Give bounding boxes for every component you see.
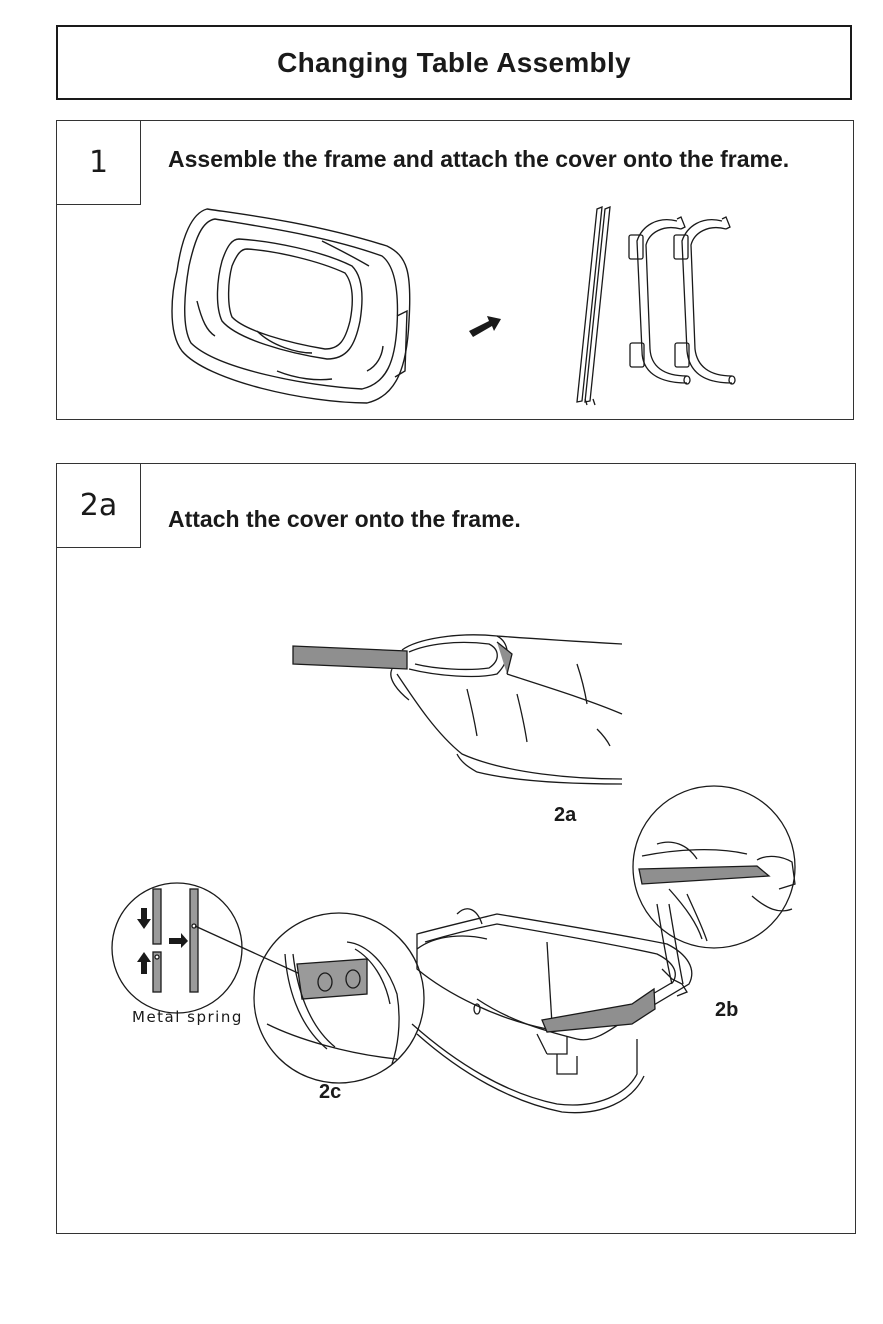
step-2-illustration: [57, 464, 857, 1235]
metal-spring-detail-drawing: [112, 883, 322, 1013]
step-1-panel: 1 Assemble the frame and attach the cove…: [56, 120, 854, 420]
frame-poles-drawing: [577, 207, 610, 405]
frame-legs-drawing: [629, 217, 735, 384]
cover-drawing: [172, 209, 410, 403]
page-title: Changing Table Assembly: [277, 47, 631, 79]
step-1-illustration: [57, 121, 855, 421]
metal-spring-label: Metal spring: [132, 1008, 243, 1026]
changing-table-drawing: [412, 904, 692, 1113]
strap-detail-drawing: [293, 635, 622, 784]
step-2a-panel: 2a Attach the cover onto the frame.: [56, 463, 856, 1234]
detail-2c-drawing: [254, 913, 424, 1083]
detail-2b-drawing: [633, 786, 795, 948]
callout-2b: 2b: [715, 999, 738, 1022]
arrow-icon: [469, 316, 501, 337]
callout-2c: 2c: [319, 1081, 341, 1104]
page-title-box: Changing Table Assembly: [56, 25, 852, 100]
callout-2a: 2a: [554, 804, 576, 827]
